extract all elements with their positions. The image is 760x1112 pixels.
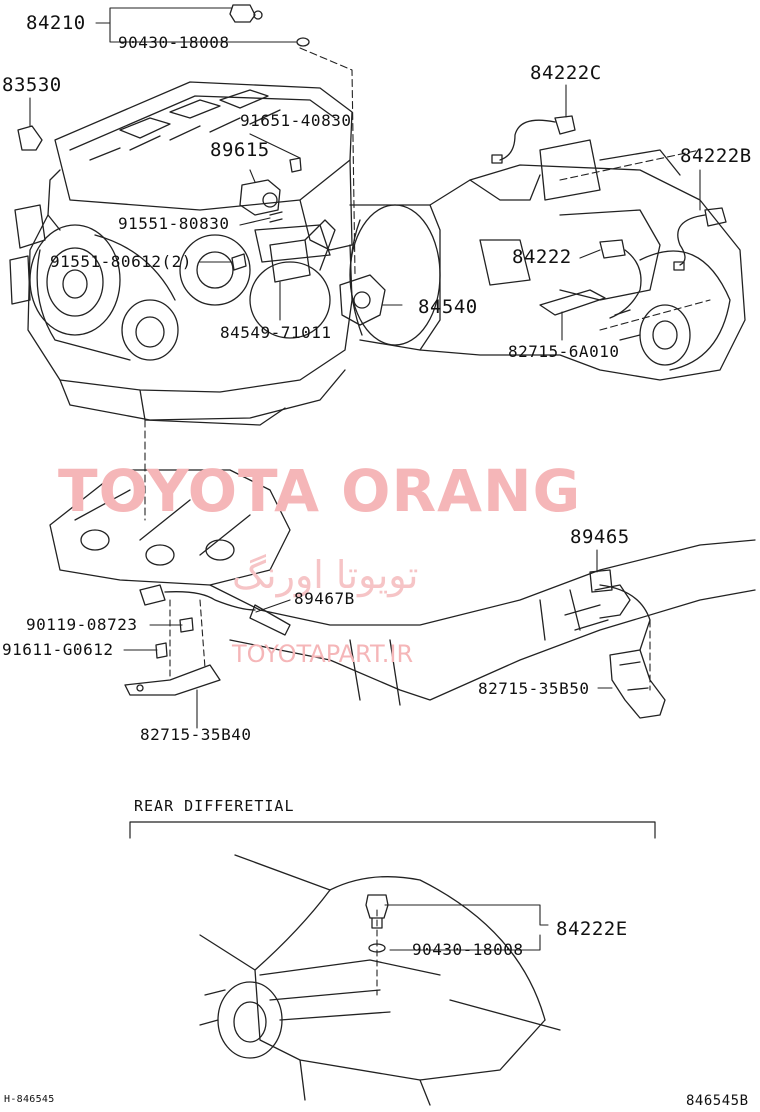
part-label-82715-35B40[interactable]: 82715-35B40 (140, 725, 252, 744)
engine-illustration (9, 81, 353, 426)
footer-left-code: H-846545 (4, 1094, 55, 1105)
sensor-illustrations (17, 4, 727, 659)
part-label-90430-top[interactable]: 90430-18008 (118, 33, 230, 52)
part-label-84210[interactable]: 84210 (26, 12, 86, 34)
exhaust-illustration (49, 469, 756, 719)
part-label-91611[interactable]: 91611-G0612 (2, 640, 114, 659)
watermark-url: TOYOTAPART.IR (232, 640, 414, 668)
part-label-84222[interactable]: 84222 (512, 246, 572, 268)
part-label-89465[interactable]: 89465 (570, 526, 630, 548)
watermark-persian: تویوتا اورنگ (232, 553, 419, 597)
rear-differential-illustration (129, 821, 656, 1106)
part-label-89615[interactable]: 89615 (210, 139, 270, 161)
part-label-82715-6A010[interactable]: 82715-6A010 (508, 342, 620, 361)
part-label-84549[interactable]: 84549-71011 (220, 323, 332, 342)
footer-right-code: 846545B (686, 1093, 749, 1109)
leader-lines (29, 7, 711, 996)
part-label-91651[interactable]: 91651-40830 (240, 111, 352, 130)
part-label-89467B[interactable]: 89467B (294, 589, 355, 608)
part-label-84540[interactable]: 84540 (418, 296, 478, 318)
transmission-illustration (349, 139, 746, 381)
part-label-90119[interactable]: 90119-08723 (26, 615, 138, 634)
part-label-91551-80830[interactable]: 91551-80830 (118, 214, 230, 233)
part-label-90430-bottom[interactable]: 90430-18008 (412, 940, 524, 959)
part-label-84222E[interactable]: 84222E (556, 918, 628, 940)
part-label-84222B[interactable]: 84222B (680, 145, 752, 167)
part-label-91551-80612[interactable]: 91551-80612(2) (50, 252, 192, 271)
part-label-84222C[interactable]: 84222C (530, 62, 602, 84)
section-title-rear-differential: REAR DIFFERETIAL (134, 797, 295, 815)
watermark-brand: TOYOTA ORANG (58, 457, 582, 525)
part-label-82715-35B50[interactable]: 82715-35B50 (478, 679, 590, 698)
part-label-83530[interactable]: 83530 (2, 74, 62, 96)
